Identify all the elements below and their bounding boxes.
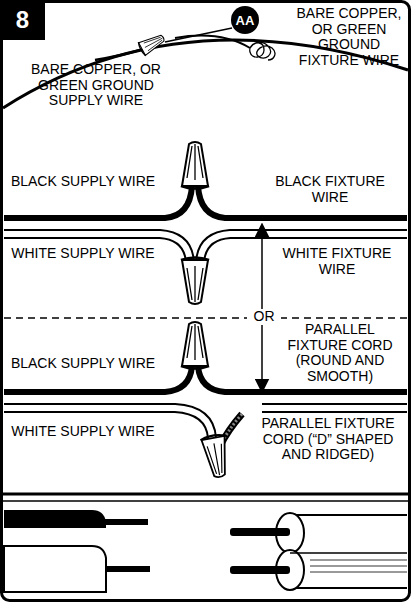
wire-label: WHITE SUPPLY WIRE xyxy=(8,246,158,262)
wire-label: WHITE FIXTURE WIRE xyxy=(268,246,406,277)
step-number: 8 xyxy=(0,0,45,40)
cord-label: PARALLEL FIXTURE CORD (ROUND AND SMOOTH) xyxy=(274,322,406,385)
wire-label: BLACK SUPPLY WIRE xyxy=(8,174,158,190)
or-label: OR xyxy=(247,309,281,325)
wire-label: BLACK SUPPLY WIRE xyxy=(8,356,158,372)
wire-label: BARE COPPER, OR GREEN GROUND FIXTURE WIR… xyxy=(292,6,406,69)
node-text: 8 xyxy=(16,6,29,34)
node-text: AA xyxy=(236,13,255,28)
callout-circle: AA xyxy=(231,6,259,34)
wire-label: BARE COPPER, OR GREEN GROUND SUPPLY WIRE xyxy=(30,62,162,109)
wire-label: WHITE SUPPLY WIRE xyxy=(8,424,158,440)
cord-label: PARALLEL FIXTURE CORD (“D” SHAPED AND RI… xyxy=(248,416,408,463)
wire-label: BLACK FIXTURE WIRE xyxy=(255,174,405,205)
